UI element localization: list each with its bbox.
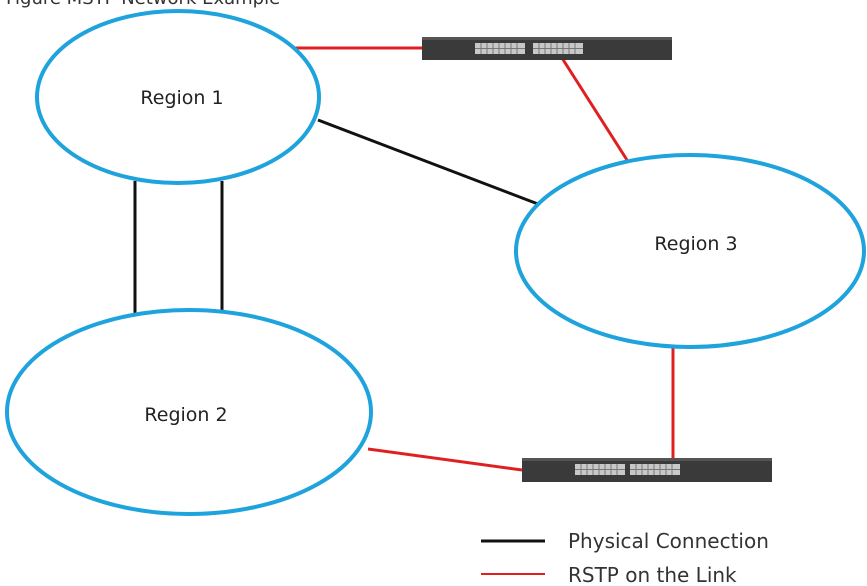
legend: Physical Connection RSTP on the Link [481,529,769,586]
rstp-link-r2-switch-bottom [367,447,523,472]
switch-top-icon [422,37,672,60]
region-2-outline [5,308,373,516]
region-2-label: Region 2 [144,404,227,426]
legend-rstp-label: RSTP on the Link [568,563,737,586]
rstp-links [292,46,675,472]
legend-physical-label: Physical Connection [568,529,769,553]
region-1-outline [35,9,321,185]
switch-bottom-icon [522,458,772,482]
figure-caption: Figure MSTP Network Example [6,0,280,9]
region-3: Region 3 [514,153,866,349]
physical-link-r1-r3 [317,118,539,206]
region-3-label: Region 3 [654,233,737,255]
region-1-label: Region 1 [140,87,223,109]
rstp-link-switch-top-r3 [560,57,629,161]
region-2: Region 2 [5,308,373,516]
region-1: Region 1 [35,9,321,185]
region-3-outline [514,153,866,349]
physical-links [133,118,539,327]
